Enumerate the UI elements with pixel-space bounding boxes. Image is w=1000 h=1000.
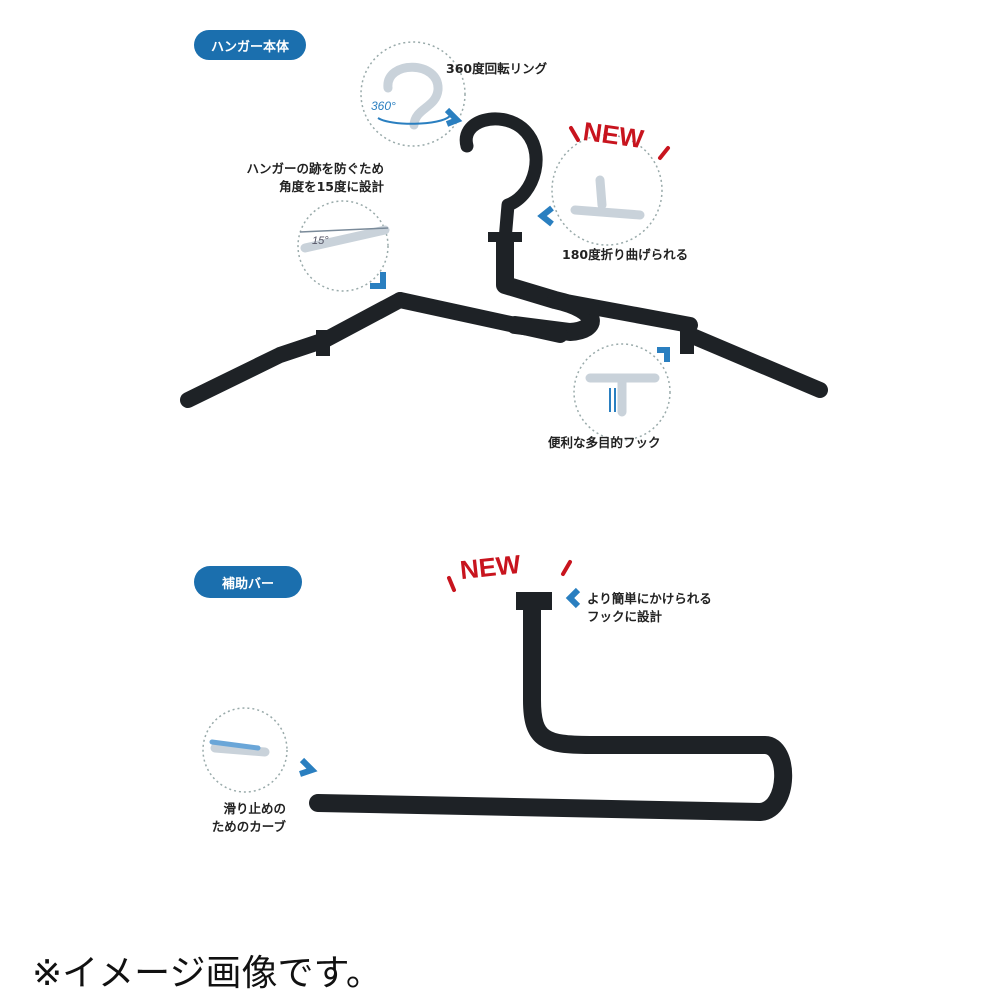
angle-badge: 15° bbox=[312, 235, 329, 247]
ring-badge: 360° bbox=[371, 99, 396, 113]
hook-label: 便利な多目的フック bbox=[548, 435, 661, 450]
chevron-icon bbox=[370, 272, 386, 289]
angle-label-line2: 角度を15度に設計 bbox=[279, 179, 384, 194]
curve-line2: ためのカーブ bbox=[211, 819, 286, 834]
fold-label: 180度折り曲げられる bbox=[562, 247, 689, 262]
detail-circle-angle bbox=[297, 200, 389, 292]
ring-label: 360度回転リング bbox=[446, 61, 548, 76]
angle-label-line1: ハンガーの跡を防ぐため bbox=[246, 161, 384, 176]
chevron-icon bbox=[537, 205, 554, 227]
chevron-icon bbox=[299, 757, 318, 777]
chevron-icon bbox=[444, 107, 463, 127]
curve-line1: 滑り止めの bbox=[223, 801, 286, 816]
bar-hook-line1: より簡単にかけられる bbox=[587, 591, 712, 606]
new-badge: NEW bbox=[458, 548, 523, 586]
detail-circle-fold bbox=[551, 134, 663, 246]
image-disclaimer: ※イメージ画像です。 bbox=[32, 953, 382, 994]
hanger-body bbox=[180, 112, 828, 408]
chevron-icon bbox=[657, 347, 670, 362]
bar-hook-label: より簡単にかけられる フックに設計 bbox=[587, 590, 712, 626]
curve-label: 滑り止めの ためのカーブ bbox=[196, 800, 286, 836]
section-hanger-body: ハンガー本体 bbox=[194, 30, 306, 60]
angle-label: ハンガーの跡を防ぐため 角度を15度に設計 bbox=[212, 160, 384, 196]
chevron-icon bbox=[565, 587, 581, 609]
detail-circle-ring bbox=[360, 41, 466, 147]
bar-hook-line2: フックに設計 bbox=[587, 609, 663, 624]
section-support-bar: 補助バー bbox=[194, 566, 302, 598]
support-bar bbox=[309, 601, 793, 821]
